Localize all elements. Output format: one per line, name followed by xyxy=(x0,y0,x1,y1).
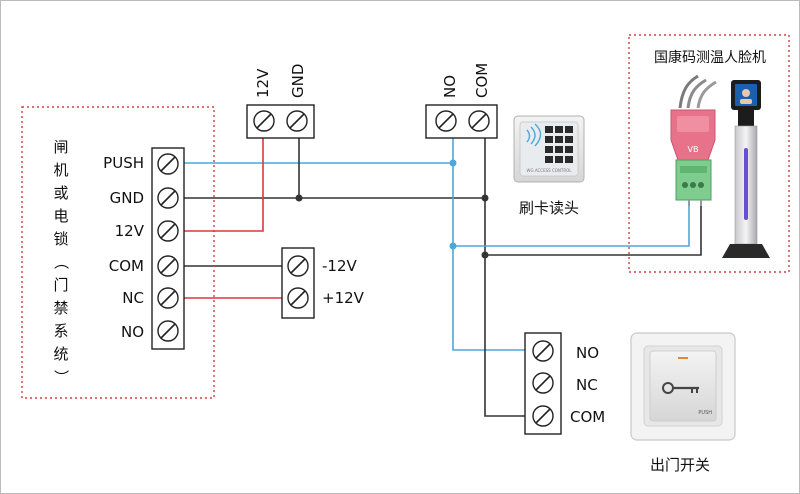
lock-title-char: 电 xyxy=(53,207,68,225)
exit-button: PUSH 出门开关 xyxy=(630,332,736,474)
face-device: 国康码测温人脸机 VB xyxy=(628,34,790,273)
card-reader: WG ACCESS CONTROL 刷卡读头 xyxy=(513,115,585,217)
key-icon xyxy=(662,382,699,394)
screw-terminal xyxy=(287,287,309,309)
exit-terminal-label-nc: NC xyxy=(576,376,598,394)
wire-face-black xyxy=(485,205,702,256)
lock-title-char: 或 xyxy=(53,184,68,202)
junction-dot xyxy=(481,251,489,259)
junction-dot xyxy=(449,159,457,167)
face-device-caption: 国康码测温人脸机 xyxy=(654,49,766,66)
screw-terminal xyxy=(287,255,309,277)
terminal-label-12v: 12V xyxy=(115,222,145,240)
face-scanner-pole xyxy=(722,110,770,258)
face-device-dashed-border xyxy=(628,34,790,273)
card-reader-plate-text: WG ACCESS CONTROL xyxy=(527,168,573,173)
screw-terminal xyxy=(157,255,179,277)
screw-terminal xyxy=(253,110,275,132)
screw-terminal xyxy=(532,372,554,394)
connector-cable xyxy=(678,74,717,109)
face-scanner-head xyxy=(731,80,761,110)
reader-terminal-label-no: NO xyxy=(441,75,459,98)
rfid-icon xyxy=(526,123,542,147)
exit-terminal-label-no: NO xyxy=(576,344,599,362)
power-top-label-12v: 12V xyxy=(254,68,272,98)
power-side-terminal: -12V +12V xyxy=(281,247,365,319)
screw-terminal xyxy=(435,110,457,132)
lock-terminal-labels: PUSH GND 12V COM NC NO xyxy=(103,154,145,341)
keypad xyxy=(545,126,573,163)
lock-title-char: （ xyxy=(52,254,70,269)
lock-dashed-border xyxy=(21,106,215,399)
power-side-label-pos: +12V xyxy=(322,289,365,307)
reader-terminal-label-com: COM xyxy=(473,63,491,98)
terminal-label-nc: NC xyxy=(122,289,144,307)
pink-connector: VB xyxy=(670,109,716,161)
lock-title-vertical: 闸 机 或 电 锁 （ 门 禁 系 统 ） xyxy=(52,138,70,385)
lock-terminal-block xyxy=(151,147,185,350)
exit-terminal: NO NC COM xyxy=(524,332,605,435)
power-side-label-neg: -12V xyxy=(322,257,357,275)
lock-title-char: 禁 xyxy=(53,299,68,317)
power-top-terminal: 12V GND xyxy=(246,64,315,139)
lock-title-char: 机 xyxy=(53,161,68,179)
screw-terminal xyxy=(157,287,179,309)
wires xyxy=(183,138,702,417)
power-top-label-gnd: GND xyxy=(289,64,307,98)
terminal-label-no: NO xyxy=(121,323,144,341)
junction-dot xyxy=(449,242,457,250)
wire-face-blue xyxy=(453,205,690,247)
terminal-label-com: COM xyxy=(109,257,144,275)
screw-terminal xyxy=(532,340,554,362)
wire-12v-red xyxy=(183,138,264,232)
lock-title-char: 闸 xyxy=(53,138,68,156)
terminal-label-gnd: GND xyxy=(110,189,144,207)
screw-terminal xyxy=(157,220,179,242)
exit-button-push-plate xyxy=(649,350,717,422)
card-reader-caption: 刷卡读头 xyxy=(519,199,579,217)
junction-dot xyxy=(295,194,303,202)
junction-dot xyxy=(481,194,489,202)
exit-button-caption: 出门开关 xyxy=(650,456,710,474)
exit-terminal-label-com: COM xyxy=(570,408,605,426)
green-terminal xyxy=(675,159,712,201)
lock-title-char: 统 xyxy=(53,345,68,363)
screw-terminal xyxy=(157,153,179,175)
screw-terminal xyxy=(286,110,308,132)
lock-title-char: ） xyxy=(52,369,70,384)
reader-terminal: NO COM xyxy=(425,63,498,139)
wire-reader-com-black xyxy=(484,138,525,417)
plug-text: VB xyxy=(688,145,699,154)
screw-terminal xyxy=(532,405,554,427)
terminal-label-push: PUSH xyxy=(103,154,144,172)
lock-title-char: 锁 xyxy=(53,230,68,248)
screw-terminal xyxy=(157,320,179,342)
screw-terminal xyxy=(468,110,490,132)
wire-reader-no-blue xyxy=(452,138,525,351)
lock-title-char: 门 xyxy=(53,276,68,294)
screw-terminal xyxy=(157,187,179,209)
terminal-block-body xyxy=(151,147,185,350)
lock-title-char: 系 xyxy=(53,322,68,340)
exit-button-plate-text: PUSH xyxy=(698,410,712,416)
